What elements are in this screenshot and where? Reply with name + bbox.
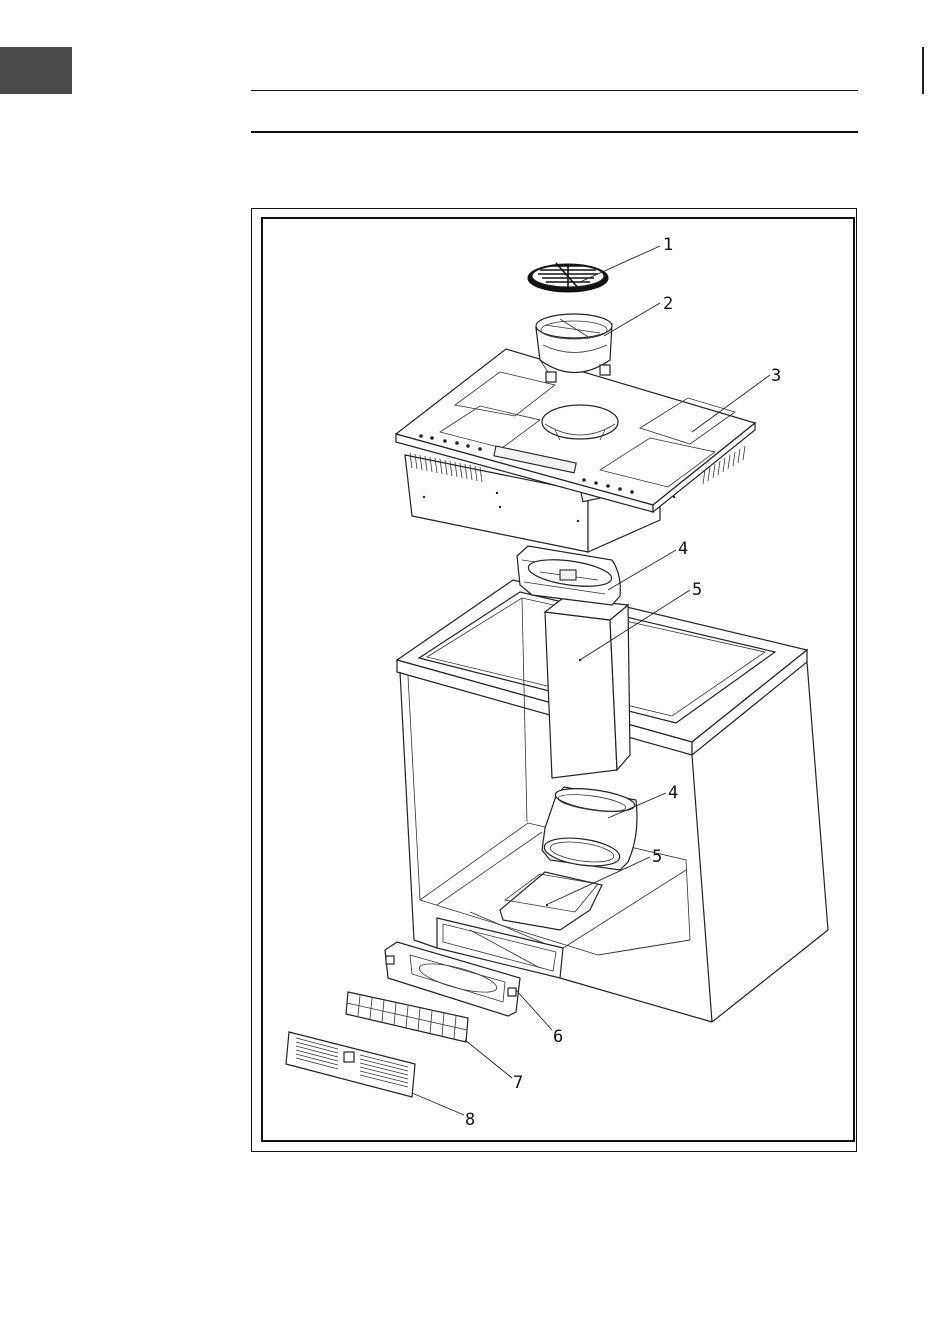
callout-7: 7 [513, 1073, 523, 1093]
callout-3: 3 [771, 366, 781, 386]
air-inlet-ring-part [536, 314, 612, 382]
callout-5-upper: 5 [692, 580, 702, 600]
callout-8: 8 [465, 1110, 475, 1130]
callout-5-lower: 5 [652, 847, 662, 867]
filter-frame-part [346, 992, 468, 1042]
hob-part [396, 349, 755, 552]
callout-2: 2 [663, 294, 673, 314]
callout-6: 6 [553, 1027, 563, 1047]
plinth-grille-part [286, 1032, 415, 1097]
callout-1: 1 [663, 235, 673, 255]
callout-4-upper: 4 [678, 539, 688, 559]
duct-lower-part [500, 872, 602, 930]
cover-grille-part [528, 263, 608, 292]
callout-4-lower: 4 [668, 783, 678, 803]
duct-upper-part [545, 598, 630, 778]
duct-elbow-lower-part [542, 785, 637, 871]
